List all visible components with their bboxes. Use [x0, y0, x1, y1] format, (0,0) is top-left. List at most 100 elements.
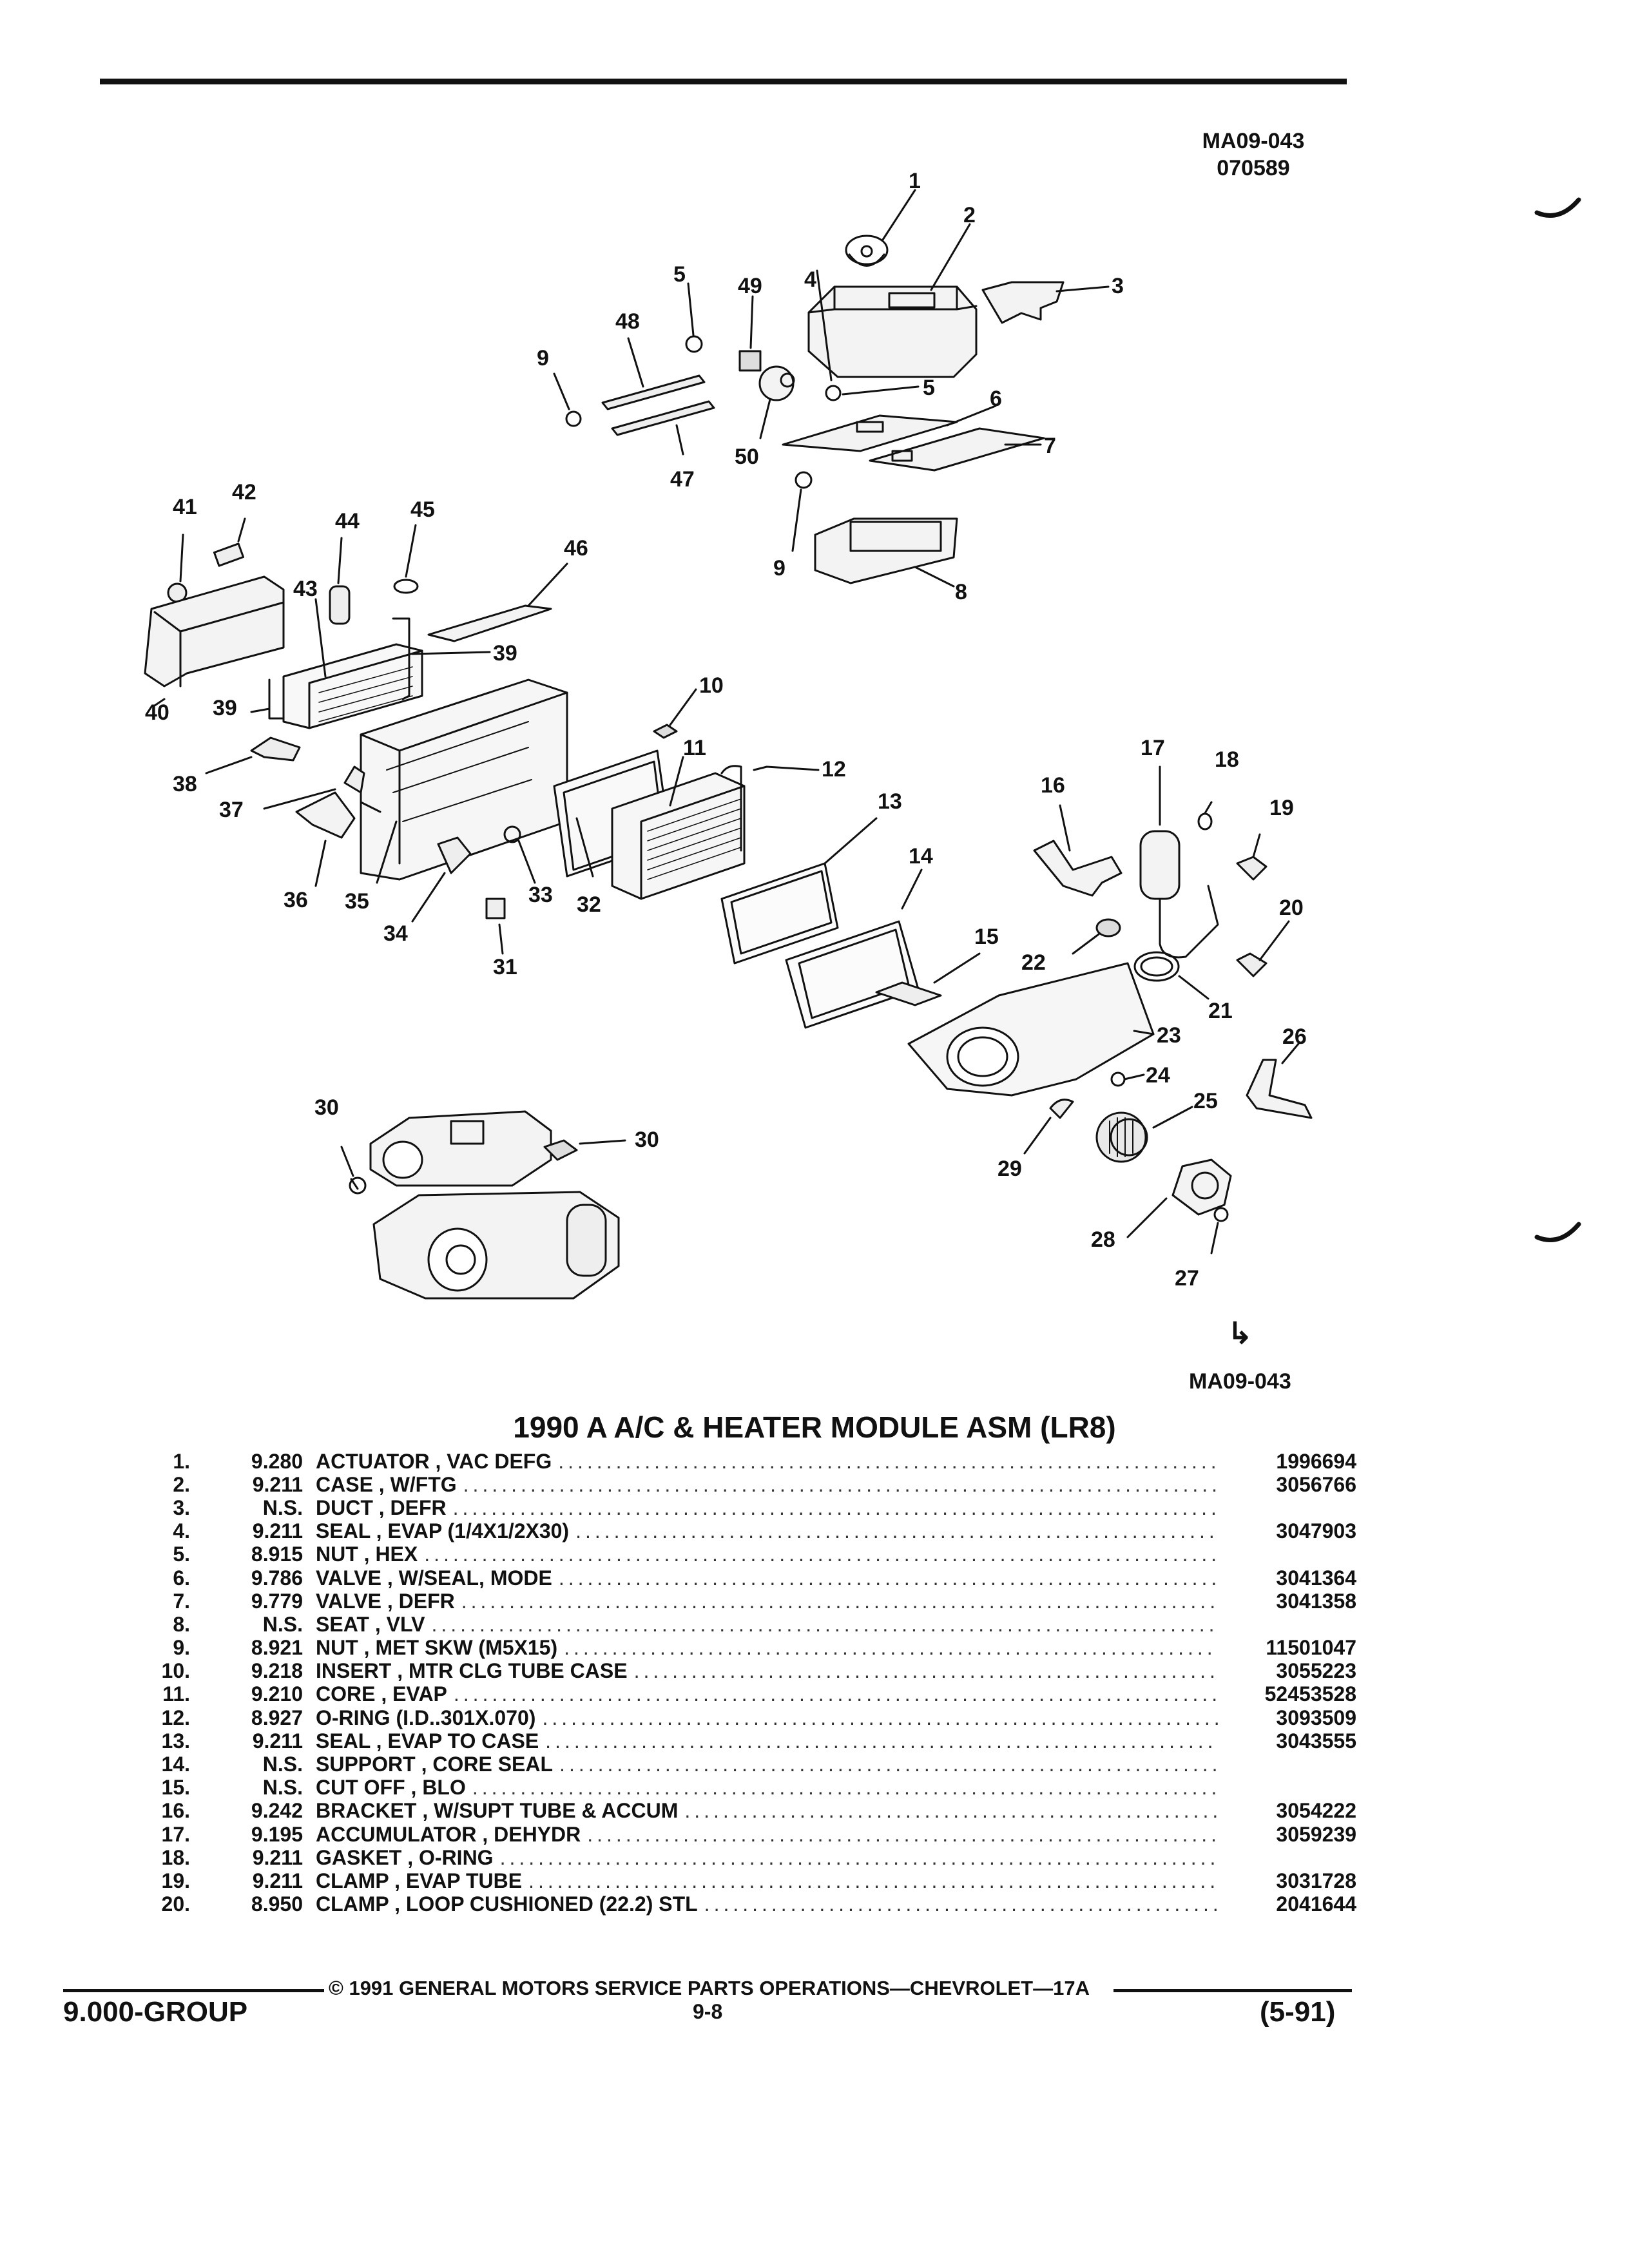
group-number: 9.242 — [251, 1799, 303, 1823]
callout-27: 27 — [1175, 1266, 1199, 1291]
group-number: N.S. — [262, 1612, 303, 1636]
part-clip-and-valve-actuator — [738, 295, 795, 439]
page-title: 1990 A A/C & HEATER MODULE ASM (LR8) — [513, 1410, 1116, 1444]
part-catalog-number: 2041644 — [1276, 1892, 1356, 1916]
part-description: SEAL , EVAP (1/4X1/2X30) — [316, 1519, 570, 1543]
callout-47: 47 — [670, 467, 695, 492]
parts-row: 8.N.S.SEAT , VLV........................… — [132, 1613, 1356, 1636]
group-number: N.S. — [262, 1495, 303, 1519]
callout-37: 37 — [219, 798, 244, 822]
leader-dots: ........................................… — [558, 1566, 1218, 1590]
callout-11: 11 — [683, 736, 706, 760]
part-motor-bracket — [1210, 1043, 1313, 1254]
part-number-index: 12. — [161, 1706, 190, 1729]
leader-dots: ........................................… — [704, 1892, 1218, 1916]
group-number: 9.211 — [252, 1845, 303, 1869]
binding-marks — [1534, 197, 1581, 1242]
part-blower-hose — [1023, 1072, 1145, 1155]
part-number-index: 17. — [161, 1822, 190, 1846]
part-catalog-number: 3041358 — [1276, 1589, 1356, 1613]
part-number-index: 5. — [173, 1542, 190, 1566]
part-description-cell: SUPPORT , CORE SEAL.....................… — [316, 1753, 1218, 1776]
footer-rule-left — [63, 1989, 324, 1992]
part-description: CLAMP , EVAP TUBE — [316, 1869, 523, 1892]
callout-21: 21 — [1208, 999, 1233, 1023]
footer-rule-right — [1113, 1989, 1352, 1992]
leader-dots: ........................................… — [528, 1869, 1218, 1892]
part-description: DUCT , DEFR — [316, 1495, 447, 1519]
callout-42: 42 — [232, 480, 256, 505]
leader-dots: ........................................… — [431, 1612, 1219, 1636]
part-evap-seals — [720, 817, 923, 1029]
parts-row: 3.N.S.DUCT , DEFR.......................… — [132, 1496, 1356, 1519]
part-catalog-number: 3093509 — [1276, 1706, 1356, 1729]
group-number: N.S. — [262, 1753, 303, 1776]
callout-4: 4 — [804, 267, 816, 292]
part-evap-core — [611, 756, 820, 900]
parts-row: 17. 9.195 ACCUMULATOR , DEHYDR............… — [132, 1823, 1356, 1846]
leader-dots: ........................................… — [684, 1799, 1218, 1823]
part-description-cell: CORE , EVAP.............................… — [316, 1682, 1218, 1706]
part-description: ACCUMULATOR , DEHYDR — [316, 1822, 581, 1846]
part-description: VALVE , DEFR — [316, 1589, 455, 1613]
part-catalog-number: 3031728 — [1276, 1869, 1356, 1892]
part-number-index: 20. — [161, 1892, 190, 1916]
group-number: 8.950 — [251, 1892, 303, 1916]
leader-dots: ........................................… — [633, 1659, 1218, 1683]
part-heater-core — [250, 598, 491, 729]
part-seat — [791, 471, 958, 588]
top-rule — [100, 79, 1347, 84]
callout-34: 34 — [383, 921, 408, 946]
leader-dots: ........................................… — [587, 1822, 1218, 1846]
leader-dots: ........................................… — [559, 1753, 1218, 1776]
part-cover — [144, 575, 285, 707]
leader-dots: ........................................… — [461, 1589, 1218, 1613]
leader-dots: ........................................… — [542, 1706, 1218, 1729]
callout-2: 2 — [963, 203, 976, 227]
part-description-cell: BRACKET , W/SUPT TUBE & ACCUM...........… — [316, 1799, 1218, 1823]
callout-30a: 30 — [314, 1095, 339, 1120]
group-number: 8.915 — [251, 1542, 303, 1566]
part-description-cell: VALVE , DEFR............................… — [316, 1590, 1218, 1613]
part-description-cell: CLAMP , LOOP CUSHIONED (22.2) STL.......… — [316, 1892, 1218, 1916]
part-number-index: 13. — [161, 1729, 190, 1753]
group-number: 9.195 — [251, 1822, 303, 1846]
group-label: 9.000-GROUP — [63, 1996, 248, 2028]
part-catalog-number: 3055223 — [1276, 1659, 1356, 1683]
part-lower-brackets — [205, 736, 365, 887]
part-description: CORE , EVAP — [316, 1682, 447, 1706]
callout-23: 23 — [1157, 1023, 1181, 1048]
group-number: 9.211 — [252, 1869, 303, 1892]
leader-dots: ........................................… — [453, 1682, 1218, 1706]
gm-logo-mark: ↳ — [1228, 1316, 1253, 1350]
group-number: 9.779 — [251, 1589, 303, 1613]
diagram-code: MA09-043 — [1202, 129, 1305, 153]
callout-40: 40 — [145, 700, 169, 725]
part-tubes — [553, 337, 715, 456]
leader-dots: ........................................… — [564, 1636, 1218, 1660]
callout-26: 26 — [1282, 1024, 1307, 1049]
copyright-notice: © 1991 GENERAL MOTORS SERVICE PARTS OPER… — [329, 1977, 1090, 1999]
part-number-index: 11. — [162, 1682, 190, 1706]
group-number: 9.210 — [251, 1682, 303, 1706]
part-actuator — [845, 189, 916, 267]
part-description: SEAT , VLV — [316, 1612, 425, 1636]
part-number-index: 3. — [173, 1495, 190, 1519]
part-description: NUT , HEX — [316, 1542, 418, 1566]
leader-dots: ........................................… — [463, 1472, 1218, 1496]
part-accumulator — [1139, 765, 1219, 959]
callout-31: 31 — [493, 955, 517, 979]
leader-dots: ........................................… — [575, 1519, 1218, 1543]
callout-41: 41 — [173, 495, 197, 519]
callout-1: 1 — [909, 169, 921, 193]
part-clips-bracket — [329, 524, 568, 642]
leader-dots: ........................................… — [558, 1449, 1218, 1473]
